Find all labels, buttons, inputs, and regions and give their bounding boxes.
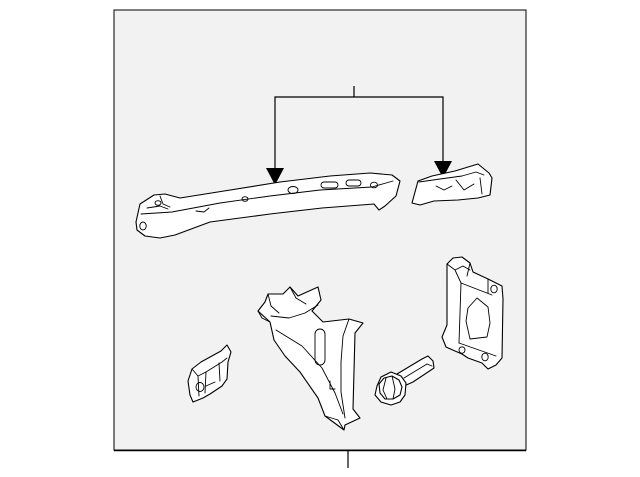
support-brace [257,286,364,431]
side-bracket [441,256,504,370]
retainer-clip [187,344,232,403]
arrow-down-icon [266,168,284,185]
radiator-support-tie-bar [135,172,401,239]
arrow-down-icon [434,161,452,178]
callout-bracket [266,86,452,185]
flange-bolt [374,355,435,406]
support-bracket [411,163,493,206]
